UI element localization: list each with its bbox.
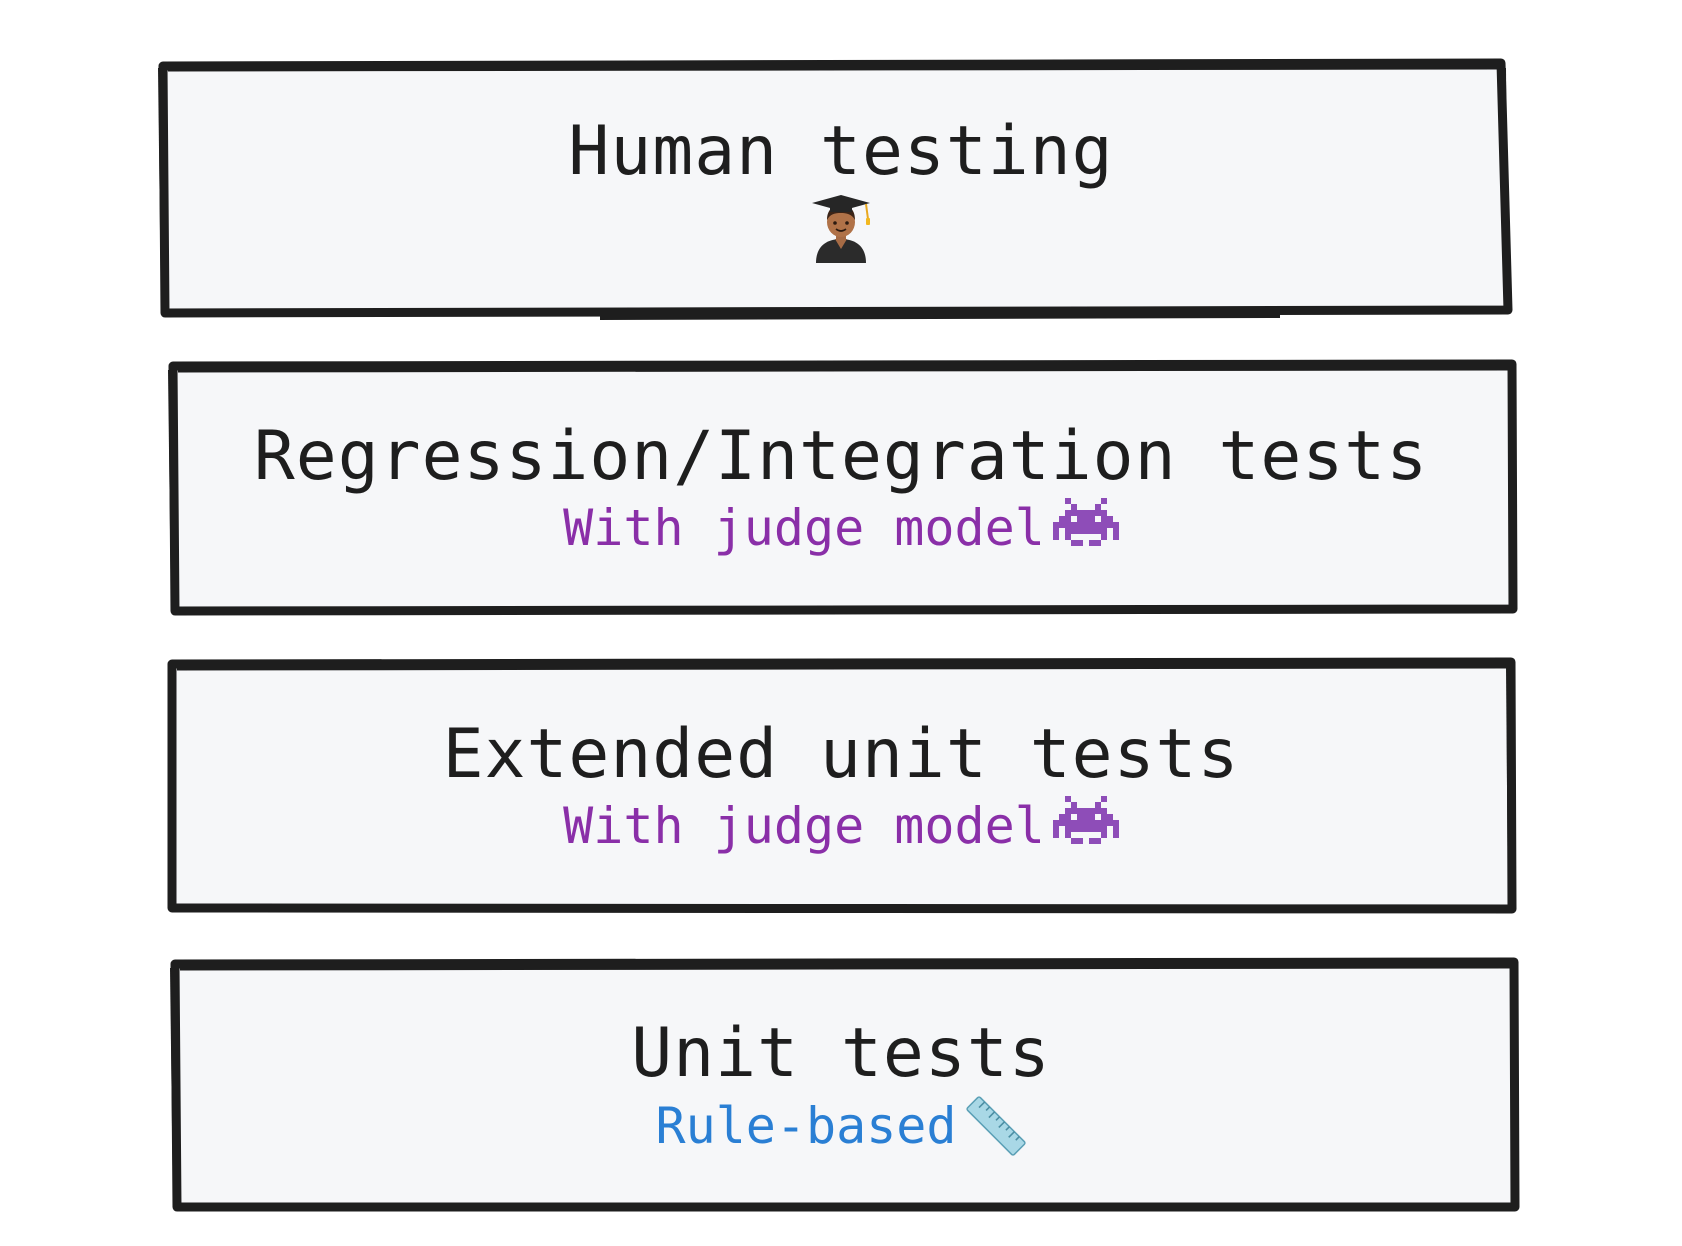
- layer-subtitle: Rule-based: [655, 1097, 957, 1155]
- space-invader-icon: [1052, 498, 1119, 546]
- layer-frame-extended-unit: [167, 657, 1517, 914]
- layer-unit-tests: Unit tests Rule-based: [0, 964, 1682, 1208]
- layer-subtitle: With judge model: [563, 797, 1045, 855]
- ruler-icon: [965, 1096, 1026, 1156]
- layer-frame-unit: [170, 957, 1520, 1212]
- layer-title: Human testing: [568, 112, 1114, 191]
- layer-extended-unit-tests: Extended unit tests With judge model: [0, 664, 1682, 908]
- layer-subtitle: With judge model: [563, 499, 1045, 557]
- layer-title: Extended unit tests: [442, 715, 1240, 794]
- layer-subtitle-row: Rule-based: [655, 1095, 1026, 1157]
- space-invader-icon: [1052, 796, 1119, 844]
- layer-subtitle-row: With judge model: [563, 498, 1119, 558]
- layer-title: Regression/Integration tests: [253, 417, 1429, 496]
- layer-title: Unit tests: [631, 1014, 1051, 1093]
- layer-regression-integration: Regression/Integration tests With judge …: [0, 366, 1682, 610]
- layer-frame-human-testing: [158, 58, 1513, 320]
- layer-subtitle-row: With judge model: [563, 796, 1119, 856]
- student-icon: [812, 195, 870, 263]
- layer-frame-regression: [168, 359, 1518, 616]
- layer-human-testing: Human testing: [0, 66, 1682, 310]
